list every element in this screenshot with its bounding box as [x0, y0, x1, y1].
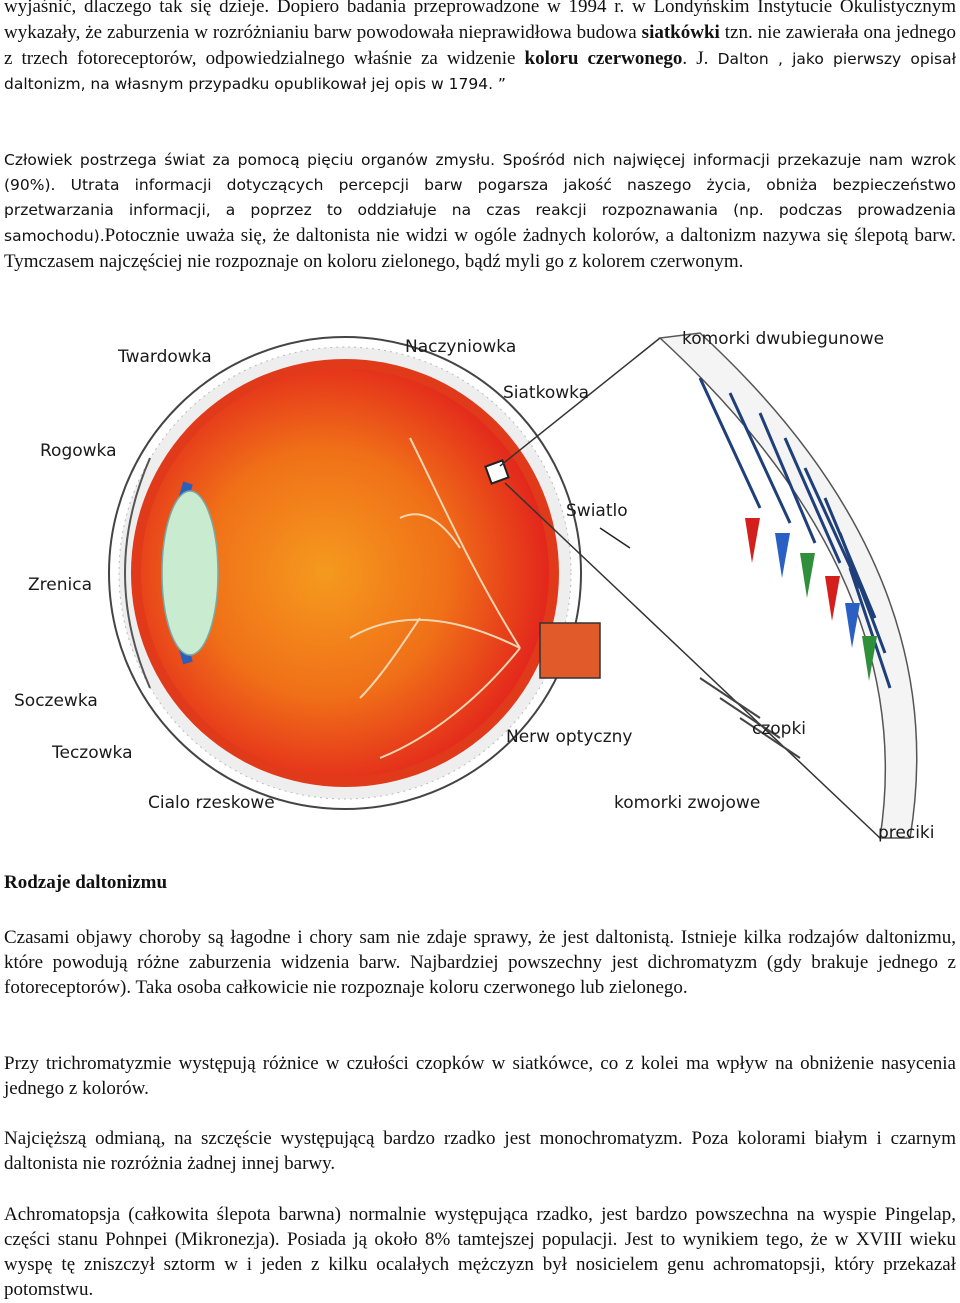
label-ciliary-body: Cialo rzeskowe	[148, 793, 275, 813]
retina-cross-section	[658, 332, 918, 839]
intro-text-2: tzn. nie zawierała ona jednego z trzech …	[4, 22, 956, 69]
label-rods: preciki	[878, 823, 935, 843]
label-pupil: Zrenica	[28, 575, 92, 595]
label-retina: Siatkowka	[503, 383, 589, 403]
intro-text-3: . J.	[682, 48, 709, 69]
label-ganglion-cells: komorki zwojowe	[614, 793, 760, 813]
label-cones: czopki	[752, 719, 806, 739]
intro-paragraph: wyjaśnić, dlaczego tak się dzieje. Dopie…	[4, 0, 956, 97]
label-choroid: Naczyniowka	[405, 337, 516, 357]
intro-bold-retina: siatkówki	[641, 22, 720, 43]
senses-text-1: Człowiek postrzega świat za pomocą pięci…	[4, 151, 956, 245]
label-cornea: Rogowka	[40, 441, 117, 461]
label-lens: Soczewka	[14, 691, 98, 711]
intro-text-4: Dalton , jako pierwszy opisał daltonizm,…	[4, 50, 956, 93]
optic-nerve-shape	[539, 622, 601, 679]
eye-anatomy-figure: Twardowka Naczyniowka Siatkowka Rogowka …	[14, 329, 935, 843]
label-light: Swiatlo	[566, 501, 628, 521]
senses-paragraph: Człowiek postrzega świat za pomocą pięci…	[4, 148, 956, 275]
eyeball	[108, 336, 601, 810]
label-iris: Teczowka	[51, 743, 133, 763]
label-bipolar-cells: komorki dwubiegunowe	[682, 329, 884, 349]
monochromacy-paragraph: Najcięższą odmianą, na szczęście występu…	[4, 1128, 956, 1174]
label-optic-nerve: Nerw optyczny	[506, 727, 633, 747]
lens-shape	[161, 490, 219, 656]
symptoms-paragraph: Czasami objawy choroby są łagodne i chor…	[4, 927, 956, 998]
senses-text-2: Potocznie uważa się, że daltonista nie w…	[4, 225, 956, 272]
trichromacy-paragraph: Przy trichromatyzmie występują różnice w…	[4, 1053, 956, 1099]
intro-text-1: wyjaśnić, dlaczego tak się dzieje. Dopie…	[4, 0, 956, 43]
cones	[745, 518, 877, 681]
section-heading: Rodzaje daltonizmu	[4, 872, 168, 893]
label-sclera: Twardowka	[117, 347, 212, 367]
achromatopsia-paragraph: Achromatopsja (całkowita ślepota barwna)…	[4, 1204, 956, 1300]
intro-bold-red: koloru czerwonego	[524, 48, 683, 69]
